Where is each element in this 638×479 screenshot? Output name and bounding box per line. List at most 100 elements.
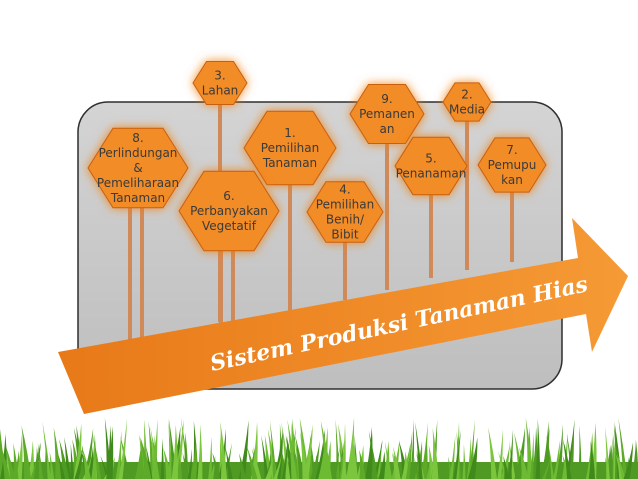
sign-label-perbanyakan-0: 6. xyxy=(223,189,234,203)
grass-blade xyxy=(74,444,84,479)
sign-hexagon-pemilihan-benih xyxy=(306,181,384,243)
grass-blade xyxy=(454,422,460,479)
sign-label-media-1: Media xyxy=(449,103,485,117)
grass-blade xyxy=(282,435,289,479)
grass-blade xyxy=(378,451,386,479)
process-arrow xyxy=(58,218,628,414)
grass-blade xyxy=(531,427,538,479)
grass-blade xyxy=(604,444,612,479)
sign-post-perlindungan xyxy=(128,168,132,345)
sign-post-perbanyakan xyxy=(219,211,223,325)
sign-label-penanaman-0: 5. xyxy=(425,152,436,166)
grass-blade xyxy=(341,423,346,479)
grass-blade xyxy=(182,432,189,479)
grass-blade xyxy=(238,420,249,479)
grass-blade xyxy=(535,418,541,479)
sign-hexagon-media xyxy=(442,82,492,122)
grass-blade xyxy=(590,422,597,479)
grass-blade xyxy=(265,456,273,479)
grass-blade xyxy=(488,427,497,479)
grass-blade xyxy=(567,430,574,479)
grass-blade xyxy=(616,449,626,479)
grass-blade xyxy=(134,441,142,479)
grass-blade xyxy=(146,447,153,479)
sign-label-perlindungan-4: Tanaman xyxy=(110,191,165,205)
grass-blade xyxy=(415,422,423,479)
grass-blade xyxy=(106,426,114,479)
grass-blade xyxy=(497,429,503,479)
sign-hexagon-perbanyakan xyxy=(178,170,280,252)
sign-label-pemanenan-0: 9. xyxy=(381,92,392,106)
grass-blade xyxy=(623,442,634,479)
sign-hexagon-penanaman xyxy=(394,136,468,196)
sign-post-perbanyakan xyxy=(231,211,235,325)
grass-blade xyxy=(281,422,291,479)
sign-label-perlindungan-0: 8. xyxy=(132,131,143,145)
grass-blade xyxy=(187,448,193,479)
grass-blade xyxy=(426,456,431,479)
grass-blade xyxy=(15,434,23,479)
grass-blade xyxy=(530,433,534,479)
grass-blade xyxy=(393,446,401,479)
grass-blade xyxy=(332,448,340,479)
sign-label-pemilihan-benih-0: 4. xyxy=(339,183,350,197)
grass-blade xyxy=(43,448,48,479)
grass-blade xyxy=(5,444,16,479)
grass-blade xyxy=(373,439,383,479)
grass-blade xyxy=(405,430,413,479)
sign-label-pemanenan-1: Pemanen xyxy=(359,107,415,121)
sign-label-perlindungan-3: Pemeliharaan xyxy=(97,176,179,190)
grass-blade xyxy=(150,426,160,479)
grass-blade xyxy=(118,418,128,479)
grass-blade xyxy=(401,451,409,479)
sign-label-pemanenan-2: an xyxy=(380,122,395,136)
grass-blade xyxy=(239,453,246,479)
sign-lahan: 3.Lahan xyxy=(192,61,248,105)
sign-label-lahan-1: Lahan xyxy=(202,84,239,98)
sign-post-perlindungan xyxy=(140,168,144,345)
sign-penanaman: 5.Penanaman xyxy=(394,136,468,196)
grass-blade xyxy=(49,451,55,479)
grass-blade xyxy=(273,430,283,479)
grass-blade xyxy=(210,455,216,479)
grass-blade xyxy=(507,429,514,479)
grass-blade xyxy=(300,430,308,479)
grass-blade xyxy=(160,438,164,479)
grass-blade xyxy=(420,437,428,479)
grass-blade xyxy=(382,440,390,479)
sign-label-perlindungan-1: Perlindungan xyxy=(99,146,178,160)
sign-label-pemupukan-1: Pemupu xyxy=(488,158,537,172)
grass-blade xyxy=(542,455,551,479)
sign-label-pemilihan-benih-1: Pemilihan xyxy=(316,198,374,212)
grass-blade xyxy=(618,417,628,479)
grass-blade xyxy=(449,435,456,479)
grass-blade xyxy=(140,443,145,479)
grass-blade xyxy=(562,438,572,479)
grass-blade xyxy=(212,452,221,479)
grass-blade xyxy=(59,438,70,479)
sign-label-pemilihan-benih-3: Bibit xyxy=(331,228,359,242)
grass-blade xyxy=(220,421,227,479)
grass-blade xyxy=(64,437,71,479)
grass-blade xyxy=(0,443,11,479)
sign-label-perbanyakan-1: Perbanyakan xyxy=(190,204,268,218)
grass-blade xyxy=(336,440,345,479)
grass-blade xyxy=(91,433,97,479)
sign-post-pemilihan-benih xyxy=(343,212,347,300)
grass-blade xyxy=(21,425,32,479)
grass-blade xyxy=(588,440,595,479)
grass-blade xyxy=(269,420,277,479)
grass-blade xyxy=(70,443,74,479)
grass-blade xyxy=(359,449,366,479)
grass-blade xyxy=(631,439,638,479)
sign-hexagon-pemilihan-tanaman xyxy=(243,110,337,186)
grass-blade xyxy=(223,443,232,479)
sign-label-pemilihan-tanaman-1: Pemilihan xyxy=(261,141,319,155)
sign-label-pemupukan-2: kan xyxy=(501,173,523,187)
grass-blade xyxy=(310,440,320,479)
grass-blade xyxy=(462,444,466,479)
grass-blade xyxy=(246,446,258,479)
grass-blade xyxy=(556,424,563,479)
